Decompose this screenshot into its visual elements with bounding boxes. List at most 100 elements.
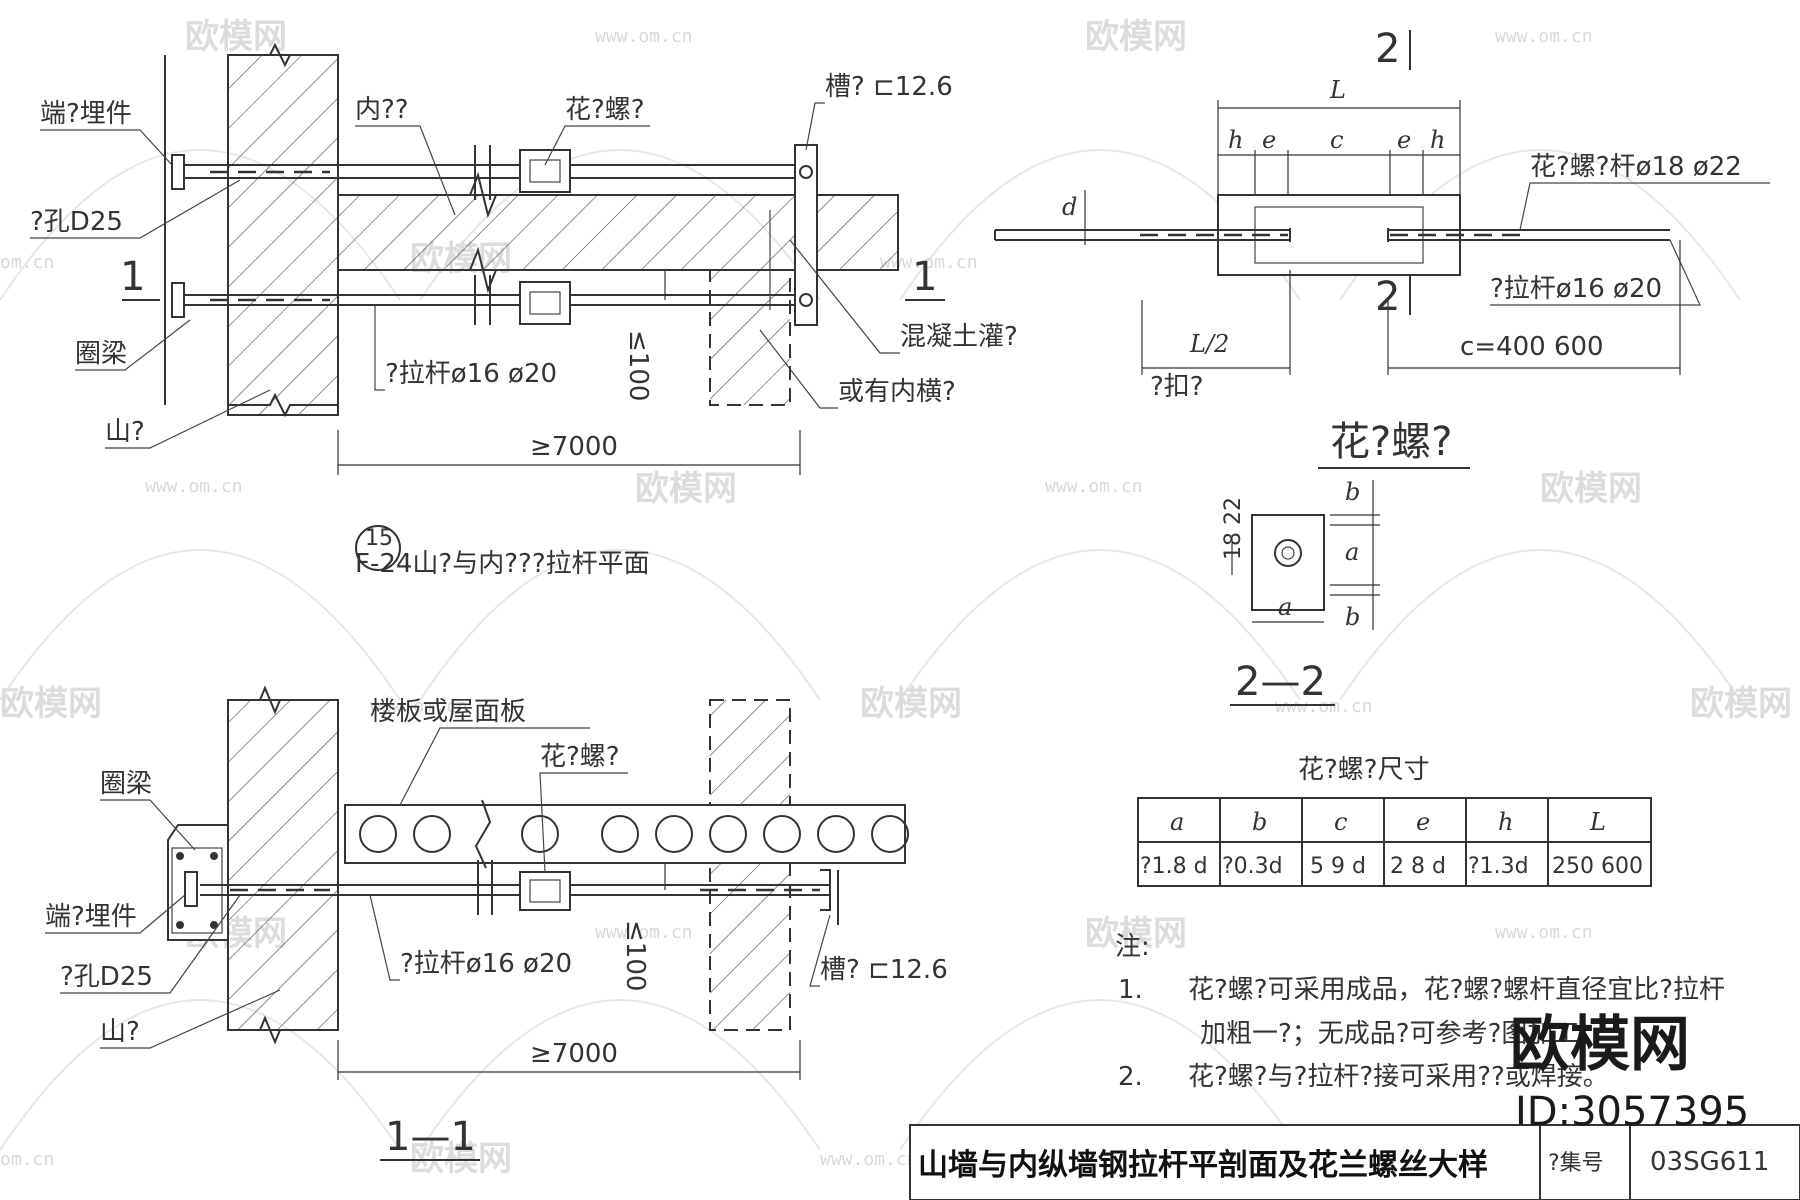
table-header-h: h (1498, 808, 1513, 836)
plan-max-100: ≤100 (623, 330, 653, 401)
watermark-url: www.om.cn (880, 252, 978, 273)
table-cell-L: 250 600 (1552, 854, 1643, 879)
section22-title: 2—2 (1235, 659, 1326, 705)
section22-body (1251, 514, 1325, 611)
detail-label-rod: 花?螺?杆ø18 ø22 (1530, 152, 1742, 182)
table-header-e: e (1416, 808, 1430, 836)
watermark-url: om.cn (0, 252, 54, 273)
note-1-num: 1. (1118, 975, 1143, 1005)
plan-label-end-embed: 端?埋件 (40, 99, 132, 129)
brand-overlay: 欧模网 ID:3057395 (1510, 1010, 1749, 1135)
section11-label-slab: 楼板或屋面板 (370, 697, 526, 727)
watermark-url: www.om.cn (145, 476, 243, 497)
plan-caption-no: 15 (365, 526, 393, 551)
detail-dim-L2: L/2 (1189, 330, 1229, 358)
turnbuckle-size-table: 花?螺?尺寸 a b c e h L ?1.8 d ?0.3d 5 9 d 2 … (1137, 755, 1652, 887)
plan-label-or-inner: 或有内横? (838, 377, 956, 407)
note-2-num: 2. (1118, 1062, 1143, 1092)
note-2-line1: 花?螺?与?拉杆?接可采用??或焊接。 (1188, 1062, 1609, 1092)
section-mark-1-left: 1 (120, 254, 145, 300)
watermark-url: www.om.cn (1495, 26, 1593, 47)
section11-slab (344, 804, 906, 864)
watermark-url: www.om.cn (595, 26, 693, 47)
turnbuckle-detail: 2 2 L h e c e h d 花?螺?杆ø (994, 26, 1770, 469)
brand-id: ID:3057395 (1515, 1089, 1749, 1135)
watermark-url: www.om.cn (1495, 922, 1593, 943)
drawing-title: 山墙与内纵墙钢拉杆平剖面及花兰螺丝大样 (918, 1148, 1488, 1183)
section11-cross-wall (709, 699, 791, 1031)
detail-dim-c-range: c=400 600 (1460, 332, 1604, 362)
table-header-a: a (1170, 808, 1184, 836)
plan-label-channel: 槽? ⊏12.6 (825, 72, 953, 102)
table-header-c: c (1334, 808, 1347, 836)
section-1-1: ≤100 ≥7000 楼板或屋面板 圈梁 花?螺? 端?埋件 ?孔D25 ?拉杆… (45, 685, 948, 1161)
plan-label-turnbuckle: 花?螺? (565, 95, 645, 125)
section11-label-channel: 槽? ⊏12.6 (820, 955, 948, 985)
watermark-logo: 欧模网 (185, 17, 287, 57)
plan-label-tie-rod: ?拉杆ø16 ø20 (385, 359, 557, 389)
detail-dim-d: d (1062, 193, 1077, 221)
section11-title: 1—1 (385, 1114, 476, 1160)
section11-label-turnbuckle: 花?螺? (540, 742, 620, 772)
watermark-logo: 欧模网 (0, 684, 102, 724)
turnbuckle-bottom (519, 281, 571, 325)
turnbuckle-top (519, 149, 571, 193)
gable-wall (227, 54, 339, 416)
table-cell-e: 2 8 d (1390, 854, 1446, 879)
watermark-url: www.om.cn (370, 696, 468, 717)
table-cell-h: ?1.3d (1468, 854, 1529, 879)
table-title: 花?螺?尺寸 (1298, 755, 1430, 785)
section11-label-gable: 山? (100, 1017, 140, 1047)
notes: 注: 1. 花?螺?可采用成品，花?螺?螺杆直径宜比?拉杆 加粗一?；无成品?可… (1115, 932, 1725, 1092)
plan-label-inner-wall: 内?? (355, 95, 409, 125)
detail-section-mark-top: 2 (1375, 26, 1400, 72)
section11-label-hole: ?孔D25 (60, 962, 153, 992)
plan-label-ring-beam: 圈梁 (75, 339, 127, 369)
detail-dim-e1: e (1262, 126, 1276, 154)
watermark-url: www.om.cn (595, 922, 693, 943)
atlas-number: 03SG611 (1650, 1147, 1769, 1177)
section11-turnbuckle (519, 871, 571, 911)
section-mark-1-right: 1 (912, 254, 937, 300)
plan-dim-7000: ≥7000 (530, 432, 618, 462)
note-1-line2: 加粗一?；无成品?可参考?图加工。 (1200, 1019, 1605, 1049)
note-1-line1: 花?螺?可采用成品，花?螺?螺杆直径宜比?拉杆 (1188, 975, 1725, 1005)
section22-dim-b2: b (1345, 603, 1360, 631)
plan-label-hole: ?孔D25 (30, 207, 123, 237)
end-embed-top (171, 154, 185, 190)
watermark-url: www.om.cn (1275, 696, 1373, 717)
detail-label-buckle: ?扣? (1150, 372, 1204, 402)
title-block: 山墙与内纵墙钢拉杆平剖面及花兰螺丝大样 ?集号 03SG611 (909, 1124, 1800, 1200)
detail-title: 花?螺? (1330, 419, 1452, 465)
channel-steel (794, 144, 818, 326)
section22-dim-b1: b (1345, 478, 1360, 506)
table-cell-b: ?0.3d (1222, 854, 1283, 879)
watermark-logo: 欧模网 (635, 469, 737, 509)
watermark-url: om.cn (0, 1149, 54, 1170)
detail-dim-L: L (1329, 76, 1346, 104)
brand-name: 欧模网 (1510, 1010, 1690, 1080)
table-header-L: L (1589, 808, 1606, 836)
watermark-url: www.om.cn (1045, 476, 1143, 497)
plan-label-concrete: 混凝土灌? (900, 322, 1018, 352)
table-cell-c: 5 9 d (1310, 854, 1366, 879)
watermark-logo: 欧模网 (1540, 469, 1642, 509)
section11-max-100: ≤100 (620, 920, 650, 991)
section11-gable-wall (227, 699, 339, 1031)
watermark-logo: 欧模网 (860, 684, 962, 724)
section11-label-tie-rod: ?拉杆ø16 ø20 (400, 949, 572, 979)
section-2-2: 18 22 b a b a 2—2 (1221, 478, 1380, 706)
section11-label-end-embed: 端?埋件 (45, 902, 137, 932)
watermark-url: www.om.cn (820, 1149, 918, 1170)
section22-dim-a-v: a (1345, 538, 1359, 566)
watermark-logo: 欧模网 (1085, 17, 1187, 57)
section11-label-ring-beam: 圈梁 (100, 769, 152, 799)
detail-dim-c: c (1330, 126, 1343, 154)
plan-view: 1 1 ≥7000 ≤100 端?埋件 ?孔D25 圈梁 山? 内?? 花?螺?… (30, 42, 1018, 579)
detail-dim-e2: e (1397, 126, 1411, 154)
watermark-logo: 欧模网 (1690, 684, 1792, 724)
end-embed-bottom (171, 282, 185, 318)
notes-heading: 注: (1115, 932, 1150, 962)
section22-dim-1822: 18 22 (1221, 497, 1246, 560)
